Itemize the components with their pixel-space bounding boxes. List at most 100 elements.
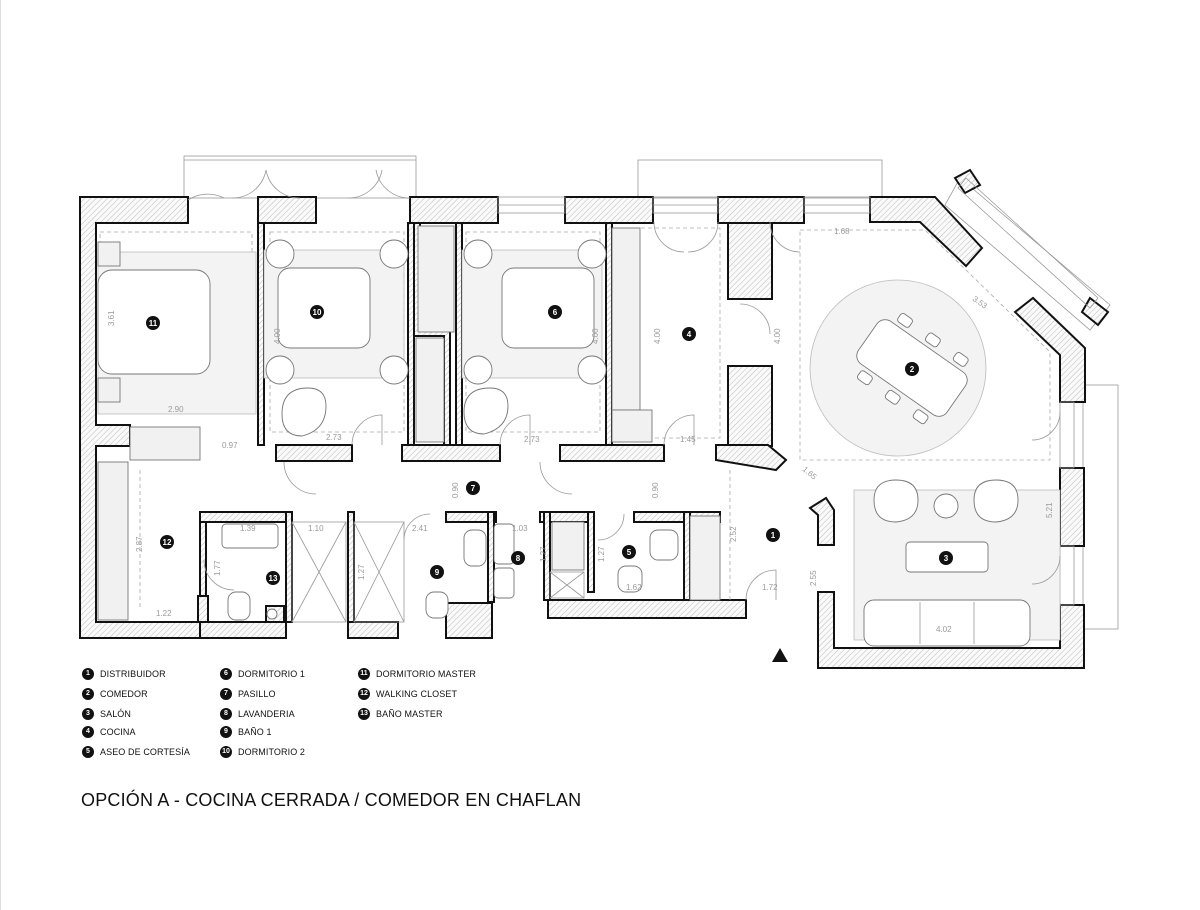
legend-badge: 9 [220, 726, 232, 738]
legend-label: DORMITORIO 1 [238, 669, 306, 679]
legend-label: LAVANDERIA [238, 709, 295, 719]
entrance-marker [772, 648, 788, 662]
dim-label: 5.21 [1045, 502, 1054, 518]
legend-badge: 2 [82, 688, 94, 700]
legend-item: 4 COCINA [82, 726, 136, 738]
dim-label: 1.22 [156, 609, 172, 618]
legend-label: WALKING CLOSET [376, 689, 458, 699]
room-marker-2: 2 [905, 362, 919, 376]
legend-label: PASILLO [238, 689, 276, 699]
legend-badge: 5 [82, 746, 94, 758]
svg-text:4: 4 [687, 330, 692, 339]
legend-item: 13 BAÑO MASTER [358, 708, 443, 720]
svg-text:12: 12 [163, 538, 172, 547]
exterior-walls [79, 168, 1110, 669]
dim-label: 2.90 [168, 405, 184, 414]
legend-item: 6 DORMITORIO 1 [220, 668, 305, 680]
dim-label: 1.39 [240, 524, 256, 533]
room-marker-9: 9 [430, 565, 444, 579]
dim-label: 2.55 [809, 570, 818, 586]
kitchen-counters [97, 225, 721, 621]
dim-label: 0.97 [222, 441, 238, 450]
room-marker-4: 4 [682, 327, 696, 341]
legend-badge: 13 [358, 708, 370, 720]
legend-label: COCINA [100, 727, 136, 737]
room-markers: 1 2 3 4 5 6 7 8 9 10 11 12 13 [146, 305, 953, 585]
legend-badge: 8 [220, 708, 232, 720]
svg-text:1: 1 [771, 531, 776, 540]
dim-label: 1.03 [512, 524, 528, 533]
svg-text:9: 9 [435, 568, 440, 577]
north-arrow-icon [772, 648, 788, 662]
dim-label: 1.45 [680, 435, 696, 444]
legend-badge: 10 [220, 746, 232, 758]
legend-item: 2 COMEDOR [82, 688, 148, 700]
dim-label: 4.00 [273, 328, 282, 344]
legend-badge: 3 [82, 708, 94, 720]
room-marker-11: 11 [146, 316, 160, 330]
legend-item: 7 PASILLO [220, 688, 276, 700]
dim-label: 2.73 [524, 435, 540, 444]
plan-title: OPCIÓN A - COCINA CERRADA / COMEDOR EN C… [81, 790, 582, 810]
legend-label: ASEO DE CORTESÍA [100, 747, 190, 757]
dim-label: 0.90 [651, 482, 660, 498]
svg-text:10: 10 [313, 308, 322, 317]
dim-label: 2.41 [412, 524, 428, 533]
legend-item: 9 BAÑO 1 [220, 726, 272, 738]
page-border [0, 0, 1, 910]
svg-text:11: 11 [149, 319, 158, 328]
dim-label: 1.62 [626, 583, 642, 592]
svg-text:2: 2 [910, 365, 915, 374]
legend-label: DORMITORIO 2 [238, 747, 306, 757]
svg-text:7: 7 [471, 484, 476, 493]
legend-label: BAÑO 1 [238, 727, 272, 737]
legend-badge: 11 [358, 668, 370, 680]
svg-text:13: 13 [269, 574, 278, 583]
dim-label: 3.53 [971, 294, 989, 311]
legend-label: DISTRIBUIDOR [100, 669, 166, 679]
room-marker-5: 5 [622, 545, 636, 559]
dim-label: 3.61 [107, 310, 116, 326]
dim-label: 1.77 [213, 560, 222, 576]
beds [97, 239, 607, 403]
windows [497, 177, 1099, 606]
legend-badge: 4 [82, 726, 94, 738]
dim-label: 1.27 [539, 546, 548, 562]
svg-text:8: 8 [516, 554, 521, 563]
svg-text:6: 6 [553, 308, 558, 317]
svg-text:5: 5 [627, 548, 632, 557]
showers [291, 521, 585, 623]
room-marker-8: 8 [511, 551, 525, 565]
room-marker-3: 3 [939, 551, 953, 565]
legend-item: 8 LAVANDERIA [220, 708, 295, 720]
dim-label: 4.00 [591, 328, 600, 344]
dim-label: 1.65 [801, 465, 819, 482]
legend-badge: 6 [220, 668, 232, 680]
dim-label: 2.73 [326, 433, 342, 442]
dim-label: 0.90 [451, 482, 460, 498]
room-marker-1: 1 [766, 528, 780, 542]
dim-label: 2.52 [729, 526, 738, 542]
legend-label: SALÓN [100, 709, 132, 719]
room-marker-6: 6 [548, 305, 562, 319]
dim-label: 4.00 [653, 328, 662, 344]
legend-label: DORMITORIO MASTER [376, 669, 477, 679]
room-marker-7: 7 [466, 481, 480, 495]
legend-label: BAÑO MASTER [376, 709, 443, 719]
sofa [863, 541, 1031, 647]
dimension-labels: 3.61 2.90 0.97 4.00 4.00 4.00 4.00 1.45 … [107, 227, 1054, 634]
legend-item: 5 ASEO DE CORTESÍA [82, 746, 190, 758]
dim-label: 1.27 [597, 546, 606, 562]
legend-item: 10 DORMITORIO 2 [220, 746, 305, 758]
dim-label: 1.10 [308, 524, 324, 533]
dim-label: 1.72 [762, 583, 778, 592]
bathroom-fixtures [221, 523, 679, 621]
door-swings [187, 169, 1061, 601]
svg-text:3: 3 [944, 554, 949, 563]
legend-badge: 7 [220, 688, 232, 700]
dim-label: 1.68 [834, 227, 850, 236]
legend-item: 11 DORMITORIO MASTER [358, 668, 476, 680]
dim-label: 4.00 [773, 328, 782, 344]
legend-label: COMEDOR [100, 689, 148, 699]
